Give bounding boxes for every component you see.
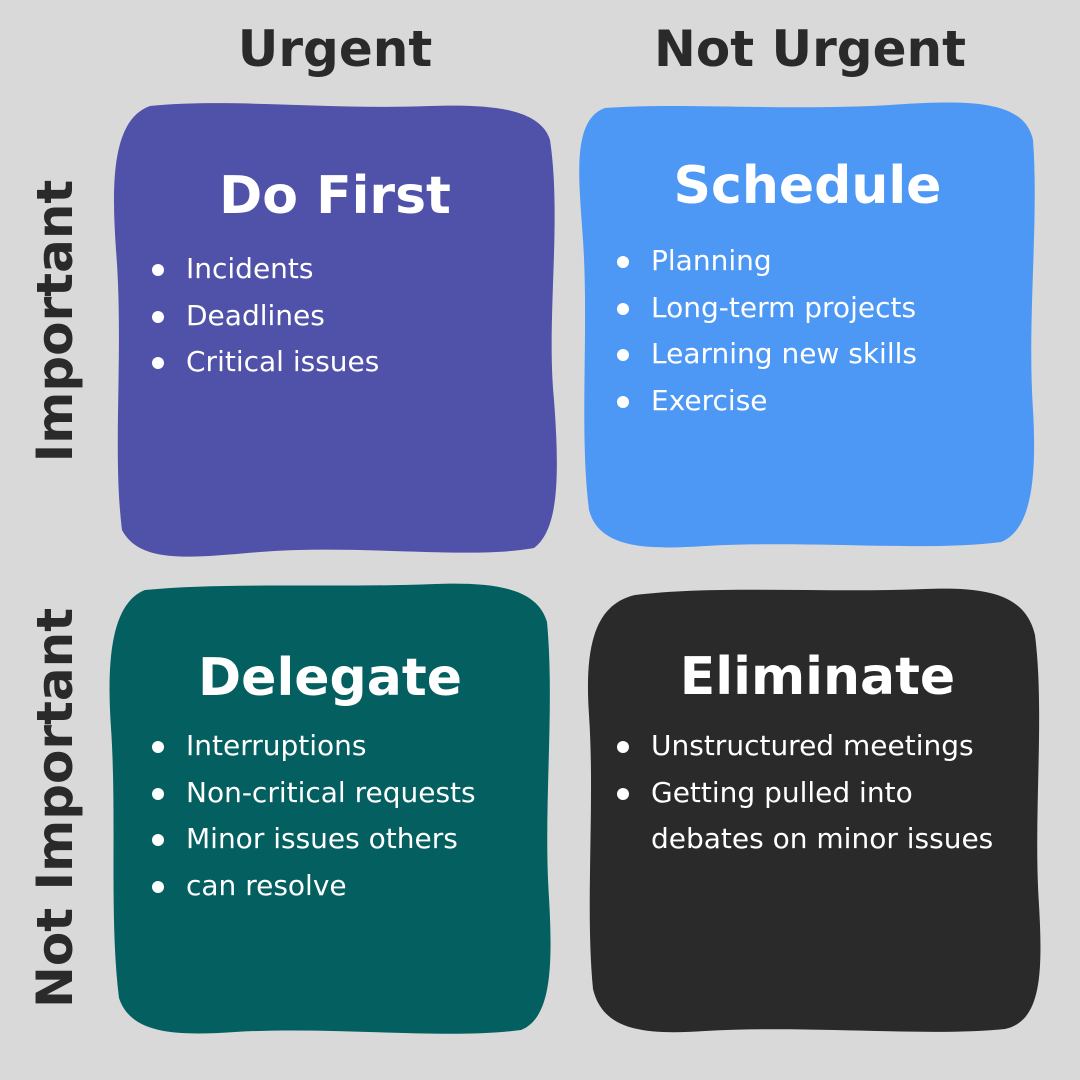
bullet-icon bbox=[152, 834, 164, 846]
bullet-icon bbox=[152, 741, 164, 753]
bullet-icon bbox=[152, 264, 164, 276]
list-item-label: Unstructured meetings bbox=[651, 729, 974, 762]
list-item: Deadlines bbox=[152, 293, 379, 340]
list-item: can resolve bbox=[152, 863, 476, 910]
quadrant-schedule-list: Planning Long-term projects Learning new… bbox=[617, 238, 917, 424]
list-item-continuation: debates on minor issues bbox=[617, 816, 993, 863]
list-item-label: Minor issues others bbox=[186, 822, 458, 855]
list-item: Non-critical requests bbox=[152, 770, 476, 817]
list-item-label: Critical issues bbox=[186, 345, 380, 378]
list-item-label: Long-term projects bbox=[651, 290, 917, 324]
list-item-label: Planning bbox=[651, 244, 772, 277]
list-item-label: Incidents bbox=[186, 252, 314, 285]
quadrant-do-first: Do First Incidents Deadlines Critical is… bbox=[110, 100, 560, 560]
list-item-label: Getting pulled into bbox=[651, 775, 913, 809]
list-item-label: Deadlines bbox=[186, 298, 325, 332]
quadrant-schedule: Schedule Planning Long-term projects Lea… bbox=[575, 100, 1040, 550]
bullet-icon bbox=[617, 395, 629, 408]
row-header-important: Important bbox=[26, 179, 84, 463]
list-item-label: Non-critical requests bbox=[186, 775, 476, 809]
quadrant-schedule-background bbox=[579, 102, 1035, 548]
bullet-icon bbox=[617, 787, 629, 800]
quadrant-do-first-background bbox=[113, 103, 557, 557]
list-item: Critical issues bbox=[152, 339, 379, 386]
bullet-icon bbox=[152, 880, 164, 893]
quadrant-do-first-list: Incidents Deadlines Critical issues bbox=[152, 246, 379, 386]
bullet-icon bbox=[152, 787, 164, 800]
quadrant-eliminate-list: Unstructured meetings Getting pulled int… bbox=[617, 723, 993, 863]
list-item: Unstructured meetings bbox=[617, 723, 993, 770]
bullet-icon bbox=[617, 256, 629, 268]
quadrant-eliminate-background bbox=[587, 588, 1041, 1033]
list-item-label: Interruptions bbox=[186, 729, 367, 762]
quadrant-eliminate: Eliminate Unstructured meetings Getting … bbox=[585, 585, 1050, 1035]
quadrant-eliminate-title: Eliminate bbox=[679, 647, 956, 707]
quadrant-schedule-title: Schedule bbox=[673, 156, 942, 216]
list-item: Minor issues others bbox=[152, 816, 476, 863]
list-item: Exercise bbox=[617, 378, 917, 425]
list-item: Learning new skills bbox=[617, 331, 917, 378]
bullet-icon bbox=[617, 741, 629, 753]
list-item: Long-term projects bbox=[617, 285, 917, 332]
quadrant-delegate-list: Interruptions Non-critical requests Mino… bbox=[152, 723, 476, 909]
quadrant-do-first-fill bbox=[113, 103, 557, 557]
quadrant-eliminate-fill bbox=[587, 588, 1041, 1033]
quadrant-delegate: Delegate Interruptions Non-critical requ… bbox=[105, 578, 555, 1040]
list-item-label: Learning new skills bbox=[651, 337, 917, 370]
bullet-icon bbox=[152, 310, 164, 323]
list-item: Interruptions bbox=[152, 723, 476, 770]
quadrant-do-first-title: Do First bbox=[219, 166, 451, 226]
list-item: Getting pulled into bbox=[617, 770, 993, 817]
quadrant-delegate-title: Delegate bbox=[198, 648, 462, 708]
row-header-not-important: Not Important bbox=[26, 607, 84, 1008]
list-item: Planning bbox=[617, 238, 917, 285]
bullet-icon bbox=[617, 302, 629, 315]
list-item: Incidents bbox=[152, 246, 379, 293]
quadrant-delegate-fill bbox=[109, 583, 551, 1034]
column-header-urgent: Urgent bbox=[237, 20, 433, 78]
column-header-not-urgent: Not Urgent bbox=[654, 20, 966, 78]
list-item-label: Exercise bbox=[651, 383, 768, 417]
bullet-icon bbox=[617, 349, 629, 361]
list-item-label: can resolve bbox=[186, 868, 347, 902]
quadrant-schedule-fill bbox=[579, 102, 1035, 548]
bullet-icon bbox=[152, 357, 164, 369]
quadrant-delegate-background bbox=[109, 583, 551, 1034]
list-item-label: debates on minor issues bbox=[651, 822, 994, 855]
